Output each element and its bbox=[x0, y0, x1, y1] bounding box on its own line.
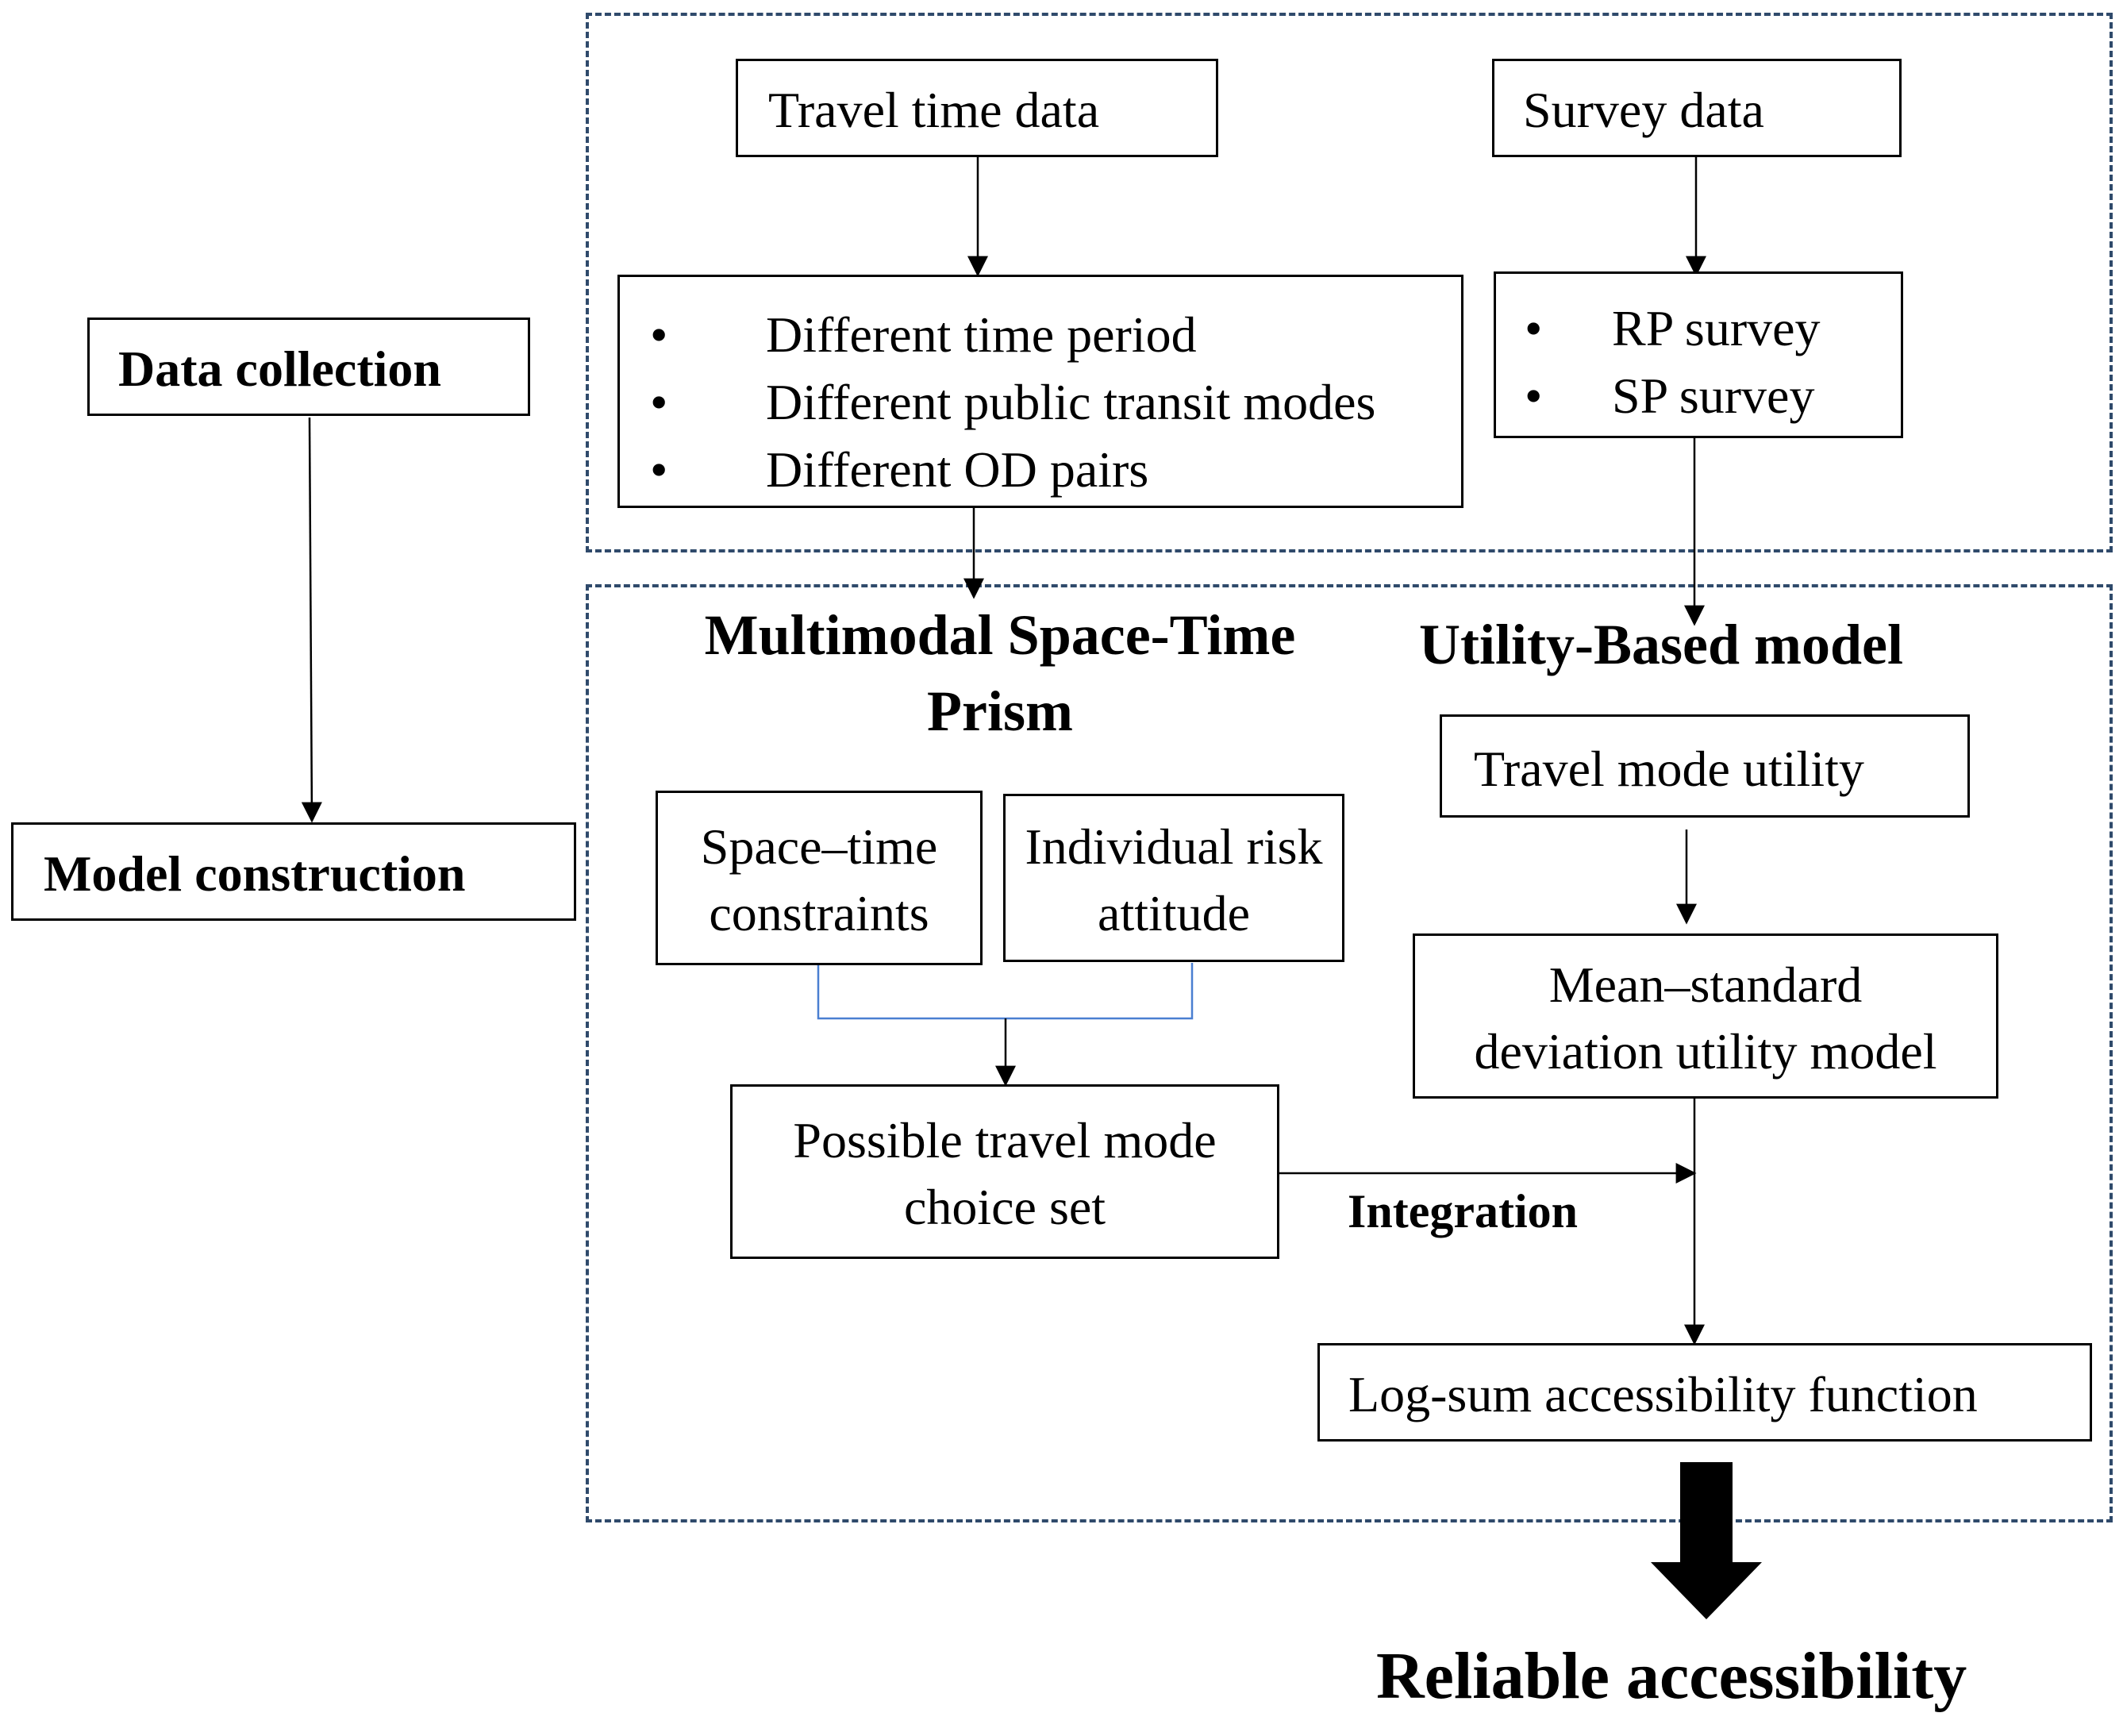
model-construction-box: Model construction bbox=[11, 822, 576, 921]
travel-time-data-label: Travel time data bbox=[768, 82, 1100, 138]
bullet-icon: • bbox=[1525, 300, 1543, 356]
bullet-icon: • bbox=[1525, 368, 1543, 424]
utility-heading: Utility-Based model bbox=[1419, 613, 1903, 676]
survey-data-box: Survey data bbox=[1492, 59, 1902, 157]
bullet-icon: • bbox=[650, 441, 668, 498]
data-collection-box: Data collection bbox=[87, 318, 530, 416]
arrow-data-to-model bbox=[301, 417, 322, 823]
individual-risk-attitude-label: Individual risk attitude bbox=[1025, 818, 1323, 941]
big-output-arrow bbox=[1651, 1462, 1762, 1619]
travel-time-data-box: Travel time data bbox=[736, 59, 1218, 157]
travel-time-details-list: •Different time period •Different public… bbox=[650, 301, 1375, 503]
space-time-constraints-label: Space–time constraints bbox=[700, 818, 938, 941]
space-time-constraints-box: Space–time constraints bbox=[656, 791, 983, 965]
survey-data-label: Survey data bbox=[1523, 82, 1764, 138]
list-item: •Different time period bbox=[650, 301, 1375, 368]
bullet-icon: • bbox=[650, 374, 668, 430]
data-collection-label: Data collection bbox=[118, 341, 441, 397]
data-group-container bbox=[586, 13, 2113, 552]
mean-standard-deviation-label: Mean–standard deviation utility model bbox=[1474, 957, 1937, 1080]
bracket-constraints-risk bbox=[817, 963, 1194, 1020]
reliable-accessibility-label: Reliable accessibility bbox=[1376, 1639, 1967, 1713]
individual-risk-attitude-box: Individual risk attitude bbox=[1003, 794, 1344, 962]
prism-heading: Multimodal Space-Time Prism bbox=[704, 603, 1296, 743]
survey-details-box: •RP survey •SP survey bbox=[1494, 271, 1903, 438]
travel-mode-utility-box: Travel mode utility bbox=[1440, 714, 1970, 818]
travel-time-details-box: •Different time period •Different public… bbox=[617, 275, 1463, 508]
list-item: •SP survey bbox=[1525, 362, 1821, 429]
list-item: •Different OD pairs bbox=[650, 436, 1375, 503]
choice-set-box: Possible travel mode choice set bbox=[730, 1084, 1279, 1259]
logsum-function-label: Log-sum accessibility function bbox=[1348, 1366, 1978, 1422]
model-group-container bbox=[586, 584, 2113, 1522]
list-item: •Different public transit modes bbox=[650, 368, 1375, 436]
mean-standard-deviation-box: Mean–standard deviation utility model bbox=[1413, 933, 1998, 1099]
bullet-icon: • bbox=[650, 306, 668, 363]
travel-mode-utility-label: Travel mode utility bbox=[1474, 741, 1864, 797]
logsum-function-box: Log-sum accessibility function bbox=[1317, 1343, 2092, 1442]
list-item: •RP survey bbox=[1525, 294, 1821, 362]
integration-label: Integration bbox=[1348, 1185, 1578, 1238]
survey-details-list: •RP survey •SP survey bbox=[1525, 294, 1821, 429]
choice-set-label: Possible travel mode choice set bbox=[793, 1112, 1217, 1235]
model-construction-label: Model construction bbox=[44, 845, 466, 902]
